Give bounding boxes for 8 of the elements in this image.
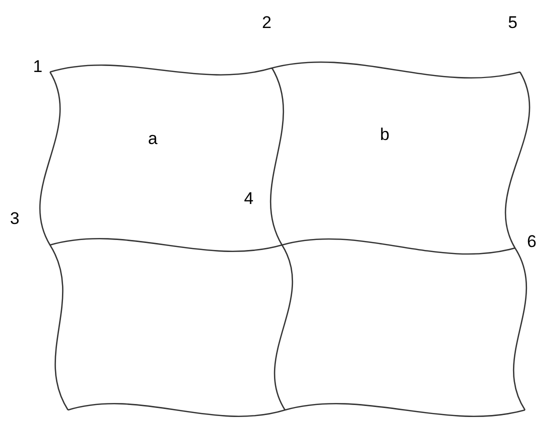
corner-number: 4 [244, 190, 254, 207]
corner-number: 1 [33, 58, 42, 75]
corner-number: 6 [527, 233, 536, 250]
cell-letter: b [380, 126, 390, 143]
corner-number: 3 [10, 210, 20, 227]
corner-number: 2 [262, 14, 272, 31]
corner-number: 5 [508, 14, 518, 31]
cell-letter: a [148, 130, 158, 147]
